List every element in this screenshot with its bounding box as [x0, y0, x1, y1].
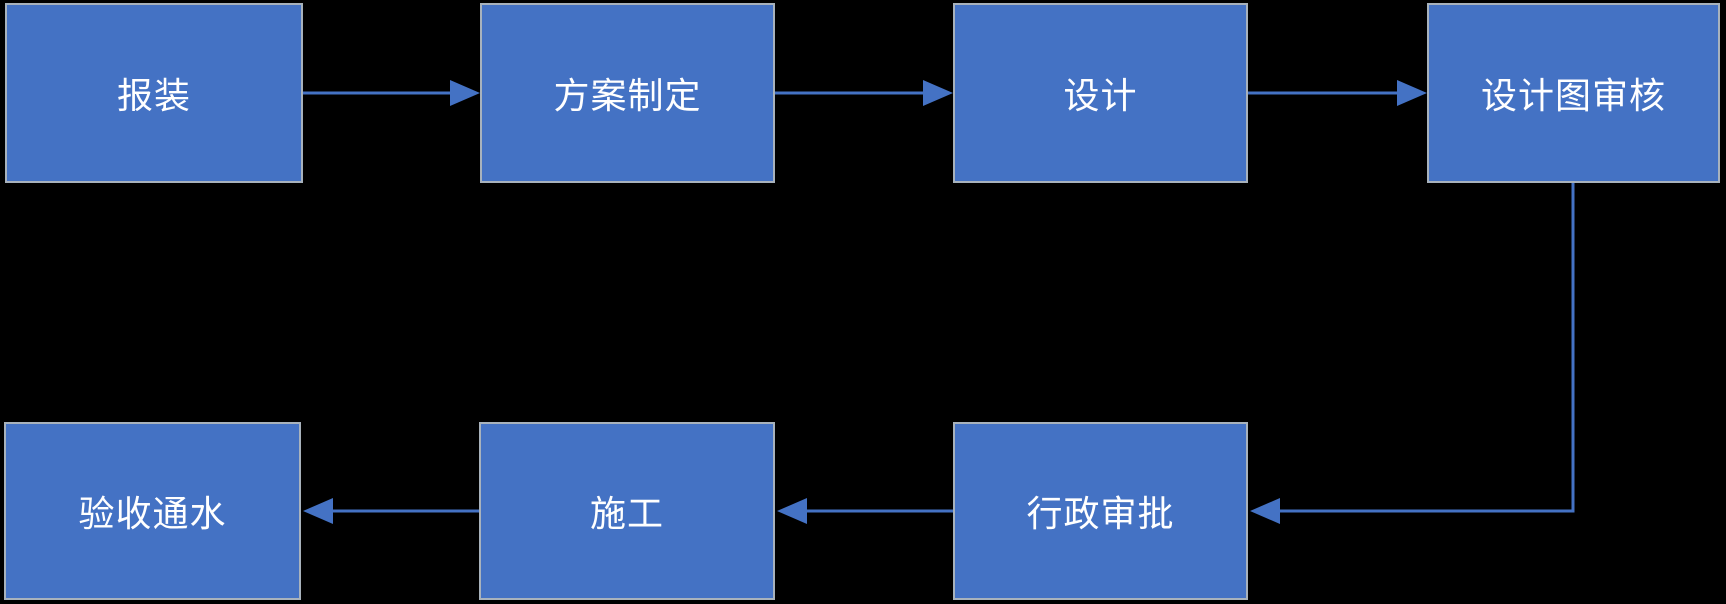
arrow-plan-to-design	[775, 80, 953, 106]
flow-node-apply-label: 报装	[116, 75, 191, 116]
arrow-construction-to-acceptance	[303, 498, 479, 524]
flow-node-acceptance-label: 验收通水	[78, 493, 227, 534]
arrow-apply-to-plan	[303, 80, 480, 106]
flow-node-plan-label: 方案制定	[553, 75, 702, 116]
flow-node-acceptance: 验收通水	[4, 422, 301, 600]
arrow-admin-approval-to-construction	[777, 498, 953, 524]
flow-node-plan: 方案制定	[480, 3, 775, 183]
flow-node-construction: 施工	[479, 422, 775, 600]
flow-node-apply: 报装	[5, 3, 303, 183]
arrow-design-review-to-admin-approval	[1250, 183, 1575, 524]
flow-node-construction-label: 施工	[589, 493, 664, 534]
flow-node-design-review-label: 设计图审核	[1480, 75, 1666, 116]
flow-node-design-review: 设计图审核	[1427, 3, 1720, 183]
flow-node-admin-approval: 行政审批	[953, 422, 1248, 600]
flow-node-admin-approval-label: 行政审批	[1026, 493, 1175, 534]
flow-node-design: 设计	[953, 3, 1248, 183]
flow-node-design-label: 设计	[1063, 75, 1138, 116]
arrow-design-to-design-review	[1248, 80, 1427, 106]
